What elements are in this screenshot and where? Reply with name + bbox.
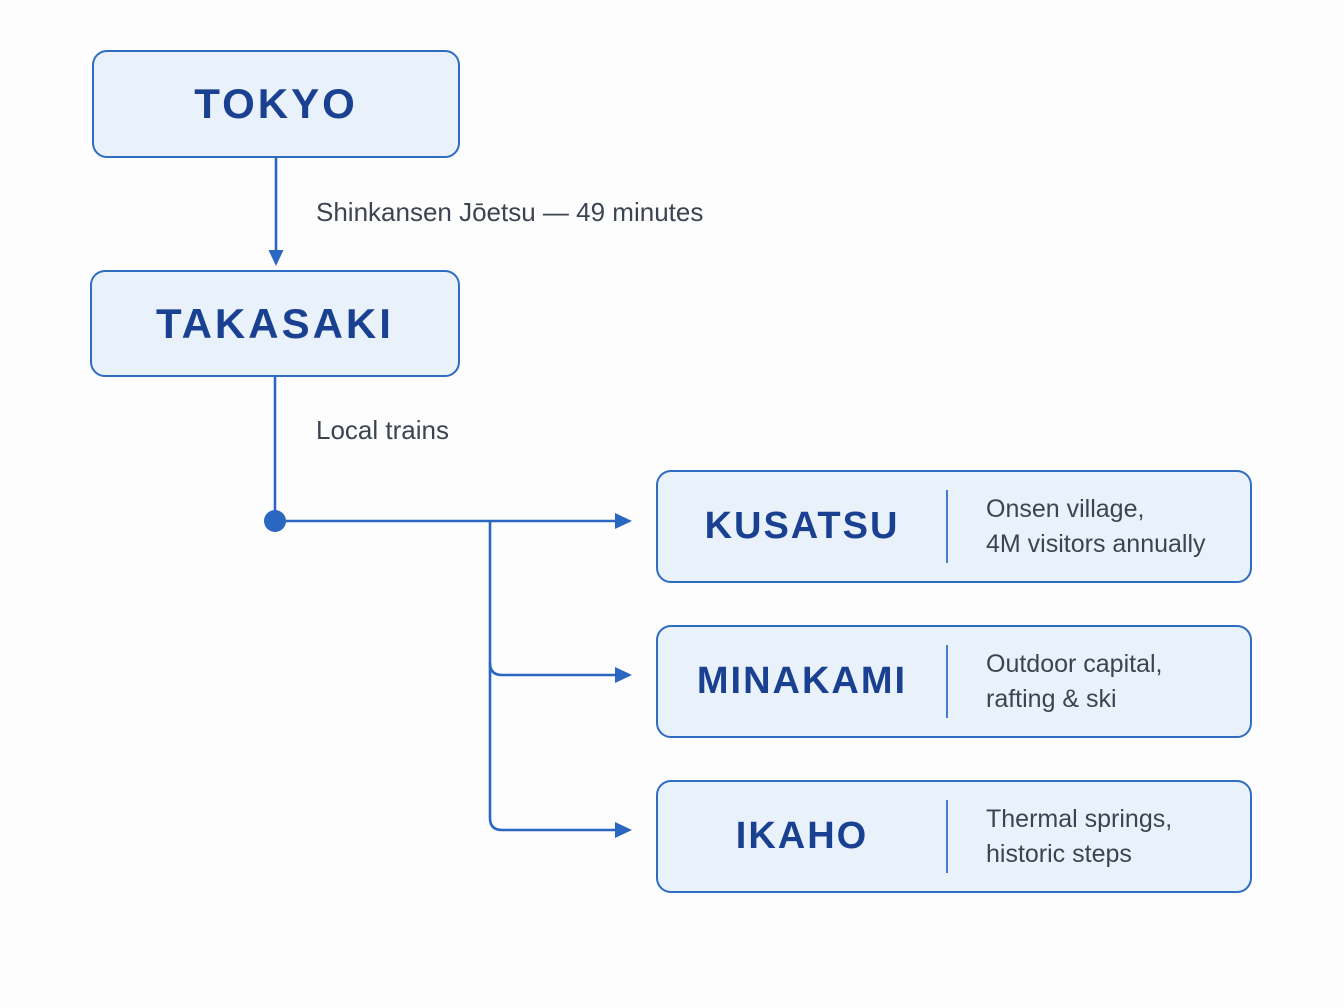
edge-label-local-trains: Local trains: [316, 415, 449, 445]
description-line: Outdoor capital,: [986, 649, 1163, 678]
arrow-right-icon-minakami: [615, 667, 632, 683]
arrow-right-icon-kusatsu: [615, 513, 632, 529]
description-line: historic steps: [986, 839, 1132, 868]
arrow-down-icon: [268, 250, 284, 266]
node-tokyo-label: TOKYO: [194, 80, 358, 127]
edge-junction-minakami: [488, 662, 616, 677]
divider: [946, 490, 948, 563]
node-kusatsu-label: KUSATSU: [704, 505, 900, 547]
node-tokyo: TOKYO: [92, 50, 460, 158]
node-takasaki: TAKASAKI: [90, 270, 460, 377]
node-ikaho-description: Thermal springs, historic steps: [986, 802, 1172, 872]
node-takasaki-label: TAKASAKI: [156, 299, 394, 347]
node-ikaho-label: IKAHO: [735, 815, 869, 857]
edge-junction-ikaho: [488, 521, 616, 832]
node-minakami: MINAKAMI Outdoor capital, rafting & ski: [656, 625, 1252, 738]
node-ikaho: IKAHO Thermal springs, historic steps: [656, 780, 1252, 893]
divider: [946, 800, 948, 873]
divider: [946, 645, 948, 718]
description-line: Onsen village,: [986, 494, 1145, 523]
node-kusatsu: KUSATSU Onsen village, 4M visitors annua…: [656, 470, 1252, 583]
node-minakami-description: Outdoor capital, rafting & ski: [986, 647, 1163, 717]
node-minakami-name-wrap: MINAKAMI: [658, 660, 946, 703]
description-line: 4M visitors annually: [986, 529, 1206, 558]
node-kusatsu-name-wrap: KUSATSU: [658, 505, 946, 548]
node-minakami-label: MINAKAMI: [696, 660, 908, 702]
node-ikaho-name-wrap: IKAHO: [658, 815, 946, 858]
arrow-right-icon-ikaho: [615, 822, 632, 838]
edge-label-shinkansen: Shinkansen Jōetsu — 49 minutes: [316, 197, 704, 227]
description-line: rafting & ski: [986, 684, 1117, 713]
description-line: Thermal springs,: [986, 804, 1173, 833]
node-kusatsu-description: Onsen village, 4M visitors annually: [986, 492, 1206, 562]
